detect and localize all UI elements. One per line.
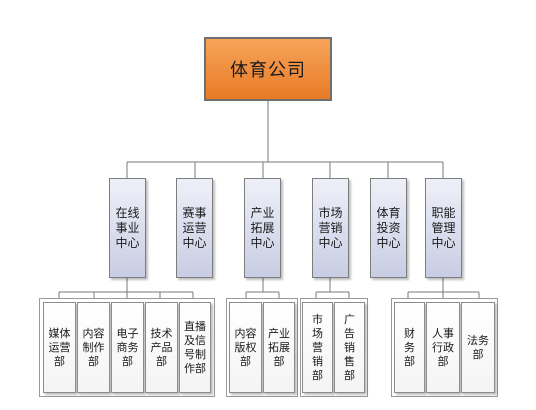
center-node-admin: 职能 管理 中心	[425, 178, 462, 278]
center-node-marketing: 市场 营销 中心	[312, 178, 349, 278]
dept-broadcast: 直播 及信 号制 作部	[179, 302, 211, 393]
center-node-investment: 体育 投资 中心	[370, 178, 407, 278]
dept-ad-sales: 广告 销售 部	[334, 302, 365, 393]
dept-label: 法务 部	[467, 333, 489, 361]
dept-marketing: 市场 营销 部	[302, 302, 333, 393]
root-label: 体育公司	[230, 60, 306, 81]
dept-label: 内容 制作 部	[82, 326, 105, 368]
dept-ecommerce: 电子 商务 部	[111, 302, 144, 393]
center-node-online: 在线 事业 中心	[109, 178, 146, 278]
dept-label: 技术 产品 部	[150, 326, 173, 368]
dept-content-rights: 内容 版权 部	[229, 302, 262, 393]
dept-label: 媒体 运营 部	[48, 326, 71, 368]
center-label: 体育 投资 中心	[376, 205, 401, 250]
center-label: 赛事 运营 中心	[182, 205, 207, 250]
center-label: 市场 营销 中心	[318, 205, 343, 250]
center-node-events: 赛事 运营 中心	[176, 178, 213, 278]
dept-label: 内容 版权 部	[234, 326, 257, 368]
dept-hr-admin: 人事 行政 部	[426, 302, 460, 393]
dept-tech-product: 技术 产品 部	[145, 302, 178, 393]
dept-label: 人事 行政 部	[432, 326, 454, 368]
center-node-industry: 产业 拓展 中心	[244, 178, 281, 278]
dept-label: 电子 商务 部	[116, 326, 139, 368]
center-label: 职能 管理 中心	[431, 205, 456, 250]
dept-media-ops: 媒体 运营 部	[43, 302, 76, 393]
center-label: 产业 拓展 中心	[250, 205, 275, 250]
dept-finance: 财务 部	[394, 302, 425, 393]
dept-label: 广告 销售 部	[344, 312, 355, 382]
dept-label: 直播 及信 号制 作部	[184, 319, 206, 375]
root-node: 体育公司	[204, 37, 332, 101]
dept-label: 市场 营销 部	[312, 312, 323, 382]
dept-label: 财务 部	[404, 326, 415, 368]
dept-content-production: 内容 制作 部	[77, 302, 110, 393]
dept-industry-expansion: 产业 拓展 部	[263, 302, 295, 393]
dept-label: 产业 拓展 部	[268, 326, 290, 368]
dept-legal: 法务 部	[461, 302, 495, 393]
center-label: 在线 事业 中心	[115, 205, 140, 250]
